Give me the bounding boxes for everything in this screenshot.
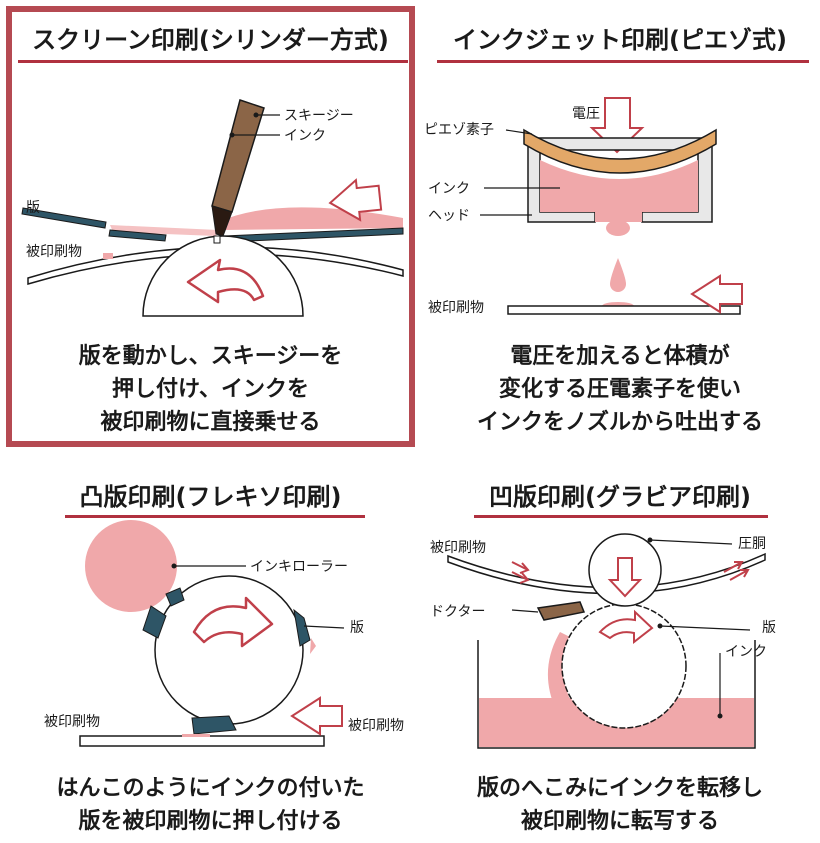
- inkjet-caption: 電圧を加えると体積が 変化する圧電素子を使い インクをノズルから吐出する: [425, 340, 815, 439]
- screen-caption-line-3: 被印刷物に直接乗せる: [100, 410, 321, 435]
- screen-caption: 版を動かし、スキージーを 押し付け、インクを 被印刷物に直接乗せる: [14, 340, 407, 439]
- screen-caption-line-2: 押し付け、インクを: [112, 377, 309, 402]
- screen-caption-line-1: 版を動かし、スキージーを: [78, 344, 343, 369]
- label-gravure-plate: 版: [762, 620, 776, 636]
- ink-roller: [85, 520, 177, 612]
- label-impression-cylinder: 圧胴: [738, 536, 766, 552]
- flexo-motion-arrow: [290, 696, 343, 736]
- gravure-caption-line-2: 被印刷物に転写する: [520, 809, 719, 834]
- gravure-caption: 版のへこみにインクを転移し 被印刷物に転写する: [425, 772, 815, 838]
- label-squeegee: スキージー: [284, 108, 354, 124]
- ink-droplet: [610, 258, 626, 292]
- inkjet-title: インクジェット印刷(ピエゾ式): [453, 26, 787, 54]
- label-ink-roller: インキローラー: [250, 559, 348, 575]
- label-gravure-ink: インク: [725, 644, 767, 660]
- ink-tank: [477, 640, 756, 749]
- screen-title: スクリーン印刷(シリンダー方式): [32, 26, 389, 54]
- flexo-caption-line-2: 版を被印刷物に押し付ける: [78, 809, 343, 834]
- inkjet-substrate: [507, 305, 741, 315]
- inkjet-title-underline: [437, 60, 809, 63]
- label-piezo: ピエゾ素子: [424, 122, 494, 138]
- pressure-arrow: [607, 557, 643, 598]
- label-screen-plate: 版: [26, 200, 40, 216]
- screen-ink-left: [110, 225, 218, 236]
- label-flexo-plate: 版: [350, 620, 364, 636]
- label-voltage: 電圧: [572, 106, 600, 122]
- label-head: ヘッド: [428, 208, 470, 224]
- flexo-caption-line-1: はんこのようにインクの付いた: [56, 776, 365, 801]
- flexo-title-underline: [65, 515, 365, 518]
- screen-motion-arrow: [328, 178, 383, 222]
- inkjet-caption-line-2: 変化する圧電素子を使い: [498, 377, 741, 402]
- nozzle-ink: [606, 220, 630, 236]
- gravure-title-underline: [474, 515, 768, 518]
- label-doctor: ドクター: [430, 604, 485, 620]
- inkjet-caption-line-3: インクをノズルから吐出する: [476, 410, 763, 435]
- label-screen-ink: インク: [284, 128, 326, 144]
- label-flexo-substrate-right: 被印刷物: [348, 718, 404, 734]
- piezo-element: [523, 128, 717, 174]
- inkjet-diagram: 電圧 ピエゾ素子 インク ヘッド 被印刷物: [424, 97, 743, 316]
- screen-substrate: [27, 246, 404, 286]
- flexo-substrate: [79, 735, 325, 747]
- inkjet-motion-arrow: [690, 274, 743, 314]
- gravure-title: 凹版印刷(グラビア印刷): [489, 483, 751, 511]
- gravure-diagram: 被印刷物 圧胴 ドクター 版 インク: [430, 533, 776, 749]
- label-inkjet-ink: インク: [428, 181, 470, 197]
- flexo-title: 凸版印刷(フレキソ印刷): [79, 483, 342, 511]
- flexo-diagram: インキローラー 版 被印刷物 被印刷物: [44, 520, 404, 747]
- flexo-rotation-arrow: [192, 596, 274, 648]
- squeegee: [211, 99, 265, 244]
- screen-printing-frame: [6, 6, 415, 447]
- gravure-rotation-arrow: [598, 609, 654, 645]
- label-inkjet-substrate: 被印刷物: [428, 300, 484, 316]
- screen-rotation-arrow: [186, 258, 265, 304]
- screen-printing-diagram: スキージー インク 版 被印刷物: [21, 99, 404, 317]
- gravure-motion-arrows: [511, 561, 750, 584]
- screen-ink-dot: [103, 253, 113, 259]
- doctor-blade: [536, 601, 586, 621]
- flexo-caption: はんこのようにインクの付いた 版を被印刷物に押し付ける: [14, 772, 407, 838]
- label-gravure-substrate: 被印刷物: [430, 540, 486, 556]
- inkjet-caption-line-1: 電圧を加えると体積が: [510, 344, 730, 369]
- gravure-substrate: [447, 552, 766, 595]
- label-flexo-substrate-left: 被印刷物: [44, 714, 100, 730]
- inkjet-ink-chamber: [540, 160, 698, 222]
- label-screen-substrate: 被印刷物: [26, 244, 82, 260]
- flexo-plates: [142, 587, 311, 735]
- screen-plate: [21, 207, 404, 243]
- screen-title-underline: [18, 60, 408, 63]
- gravure-caption-line-1: 版のへこみにインクを転移し: [476, 776, 763, 801]
